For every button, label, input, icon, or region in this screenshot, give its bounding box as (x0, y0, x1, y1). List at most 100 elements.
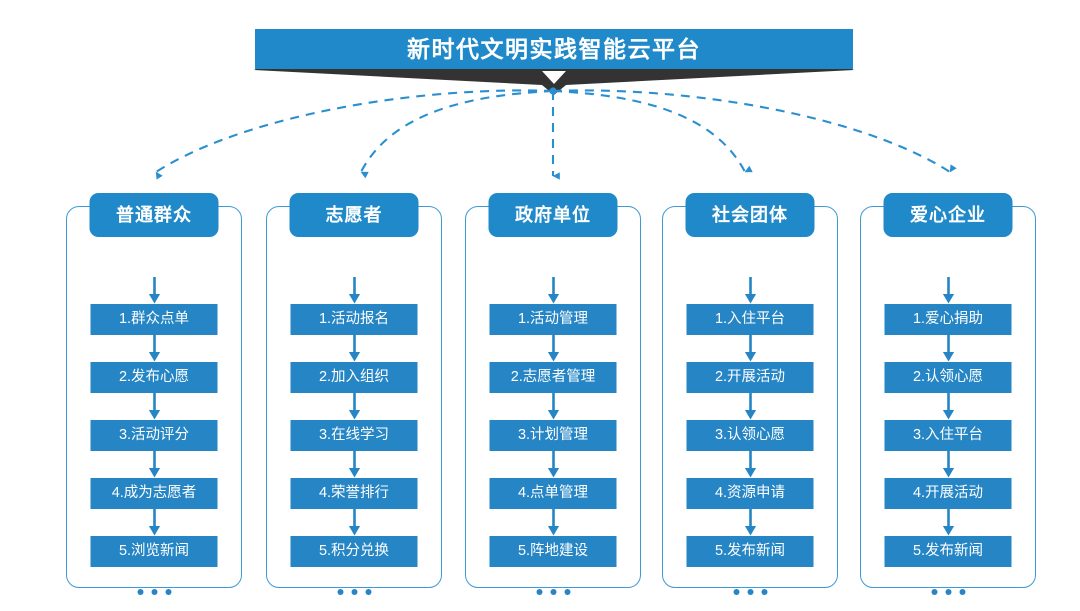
column-header-3[interactable]: 政府单位 (488, 193, 618, 237)
step-item[interactable]: 4.点单管理 (489, 478, 617, 509)
down-arrow-icon (942, 335, 954, 362)
step-label: 4.成为志愿者 (111, 485, 197, 502)
step-item[interactable]: 5.发布新闻 (884, 536, 1012, 567)
role-column-caring-enterprises: 爱心企业 1.爱心捐助 2.认领心愿 3.入住平台 4.开展活动 5.发布新闻 (860, 193, 1036, 595)
down-arrow-icon (942, 451, 954, 478)
step-item[interactable]: 4.成为志愿者 (90, 478, 218, 509)
banner-shadow-wedge (254, 69, 854, 95)
step-item[interactable]: 1.爱心捐助 (884, 304, 1012, 335)
column-header-label: 志愿者 (325, 205, 383, 225)
column-header-label: 政府单位 (515, 205, 591, 225)
step-list-2: 1.活动报名 2.加入组织 3.在线学习 4.荣誉排行 5.积分兑换 (290, 277, 418, 595)
step-label: 2.发布心愿 (118, 369, 190, 386)
step-item[interactable]: 1.入住平台 (686, 304, 814, 335)
role-column-social-groups: 社会团体 1.入住平台 2.开展活动 3.认领心愿 4.资源申请 5.发布新闻 (662, 193, 838, 595)
column-header-2[interactable]: 志愿者 (289, 193, 419, 237)
step-label: 1.爱心捐助 (912, 311, 984, 328)
down-arrow-icon (942, 393, 954, 420)
more-items-ellipsis (931, 589, 965, 595)
more-items-ellipsis (337, 589, 371, 595)
role-column-government-units: 政府单位 1.活动管理 2.志愿者管理 3.计划管理 4.点单管理 5.阵地建设 (465, 193, 641, 595)
step-item[interactable]: 2.加入组织 (290, 362, 418, 393)
down-arrow-icon (744, 277, 756, 304)
step-item[interactable]: 1.群众点单 (90, 304, 218, 335)
column-header-5[interactable]: 爱心企业 (883, 193, 1013, 237)
step-label: 4.资源申请 (714, 485, 786, 502)
down-arrow-icon (547, 277, 559, 304)
step-list-3: 1.活动管理 2.志愿者管理 3.计划管理 4.点单管理 5.阵地建设 (489, 277, 617, 595)
more-items-ellipsis (137, 589, 171, 595)
down-arrow-icon (348, 451, 360, 478)
down-arrow-icon (547, 393, 559, 420)
step-item[interactable]: 4.开展活动 (884, 478, 1012, 509)
down-arrow-icon (547, 335, 559, 362)
step-item[interactable]: 3.计划管理 (489, 420, 617, 451)
down-arrow-icon (148, 335, 160, 362)
step-item[interactable]: 1.活动管理 (489, 304, 617, 335)
step-label: 3.计划管理 (517, 427, 589, 444)
column-header-1[interactable]: 普通群众 (89, 193, 219, 237)
step-item[interactable]: 3.活动评分 (90, 420, 218, 451)
down-arrow-icon (148, 509, 160, 536)
step-item[interactable]: 5.浏览新闻 (90, 536, 218, 567)
step-label: 4.点单管理 (517, 485, 589, 502)
platform-title-banner: 新时代文明实践智能云平台 (254, 29, 854, 95)
down-arrow-icon (942, 509, 954, 536)
step-label: 1.活动管理 (517, 311, 589, 328)
platform-title-bar: 新时代文明实践智能云平台 (255, 29, 853, 69)
down-arrow-icon (744, 335, 756, 362)
down-arrow-icon (148, 277, 160, 304)
step-item[interactable]: 3.入住平台 (884, 420, 1012, 451)
column-header-4[interactable]: 社会团体 (685, 193, 815, 237)
step-item[interactable]: 5.阵地建设 (489, 536, 617, 567)
step-label: 1.群众点单 (118, 311, 190, 328)
step-item[interactable]: 1.活动报名 (290, 304, 418, 335)
step-label: 4.荣誉排行 (318, 485, 390, 502)
down-arrow-icon (744, 393, 756, 420)
down-arrow-icon (547, 509, 559, 536)
step-item[interactable]: 5.积分兑换 (290, 536, 418, 567)
column-header-label: 爱心企业 (910, 205, 986, 225)
step-label: 5.发布新闻 (714, 543, 786, 560)
step-item[interactable]: 4.资源申请 (686, 478, 814, 509)
role-column-volunteers: 志愿者 1.活动报名 2.加入组织 3.在线学习 4.荣誉排行 5.积分兑换 (266, 193, 442, 595)
more-items-ellipsis (733, 589, 767, 595)
step-label: 1.活动报名 (318, 311, 390, 328)
step-item[interactable]: 2.开展活动 (686, 362, 814, 393)
down-arrow-icon (348, 277, 360, 304)
step-item[interactable]: 3.在线学习 (290, 420, 418, 451)
step-label: 5.浏览新闻 (118, 543, 190, 560)
down-arrow-icon (744, 509, 756, 536)
down-arrow-icon (547, 451, 559, 478)
column-header-label: 社会团体 (712, 205, 788, 225)
step-label: 2.开展活动 (714, 369, 786, 386)
step-item[interactable]: 2.志愿者管理 (489, 362, 617, 393)
step-list-5: 1.爱心捐助 2.认领心愿 3.入住平台 4.开展活动 5.发布新闻 (884, 277, 1012, 595)
step-label: 3.在线学习 (318, 427, 390, 444)
column-header-label: 普通群众 (116, 205, 192, 225)
step-label: 1.入住平台 (714, 311, 786, 328)
step-list-4: 1.入住平台 2.开展活动 3.认领心愿 4.资源申请 5.发布新闻 (686, 277, 814, 595)
down-arrow-icon (348, 509, 360, 536)
step-item[interactable]: 2.发布心愿 (90, 362, 218, 393)
down-arrow-icon (348, 393, 360, 420)
step-label: 5.阵地建设 (517, 543, 589, 560)
down-arrow-icon (348, 335, 360, 362)
role-column-ordinary-public: 普通群众 1.群众点单 2.发布心愿 3.活动评分 4.成为志愿者 5.浏览新闻 (66, 193, 242, 595)
step-item[interactable]: 4.荣誉排行 (290, 478, 418, 509)
step-item[interactable]: 3.认领心愿 (686, 420, 814, 451)
step-label: 2.志愿者管理 (510, 369, 596, 386)
step-item[interactable]: 2.认领心愿 (884, 362, 1012, 393)
step-label: 5.发布新闻 (912, 543, 984, 560)
more-items-ellipsis (536, 589, 570, 595)
step-label: 3.认领心愿 (714, 427, 786, 444)
step-label: 3.入住平台 (912, 427, 984, 444)
down-arrow-icon (148, 393, 160, 420)
step-label: 4.开展活动 (912, 485, 984, 502)
step-label: 2.认领心愿 (912, 369, 984, 386)
step-item[interactable]: 5.发布新闻 (686, 536, 814, 567)
down-arrow-icon (942, 277, 954, 304)
step-label: 3.活动评分 (118, 427, 190, 444)
